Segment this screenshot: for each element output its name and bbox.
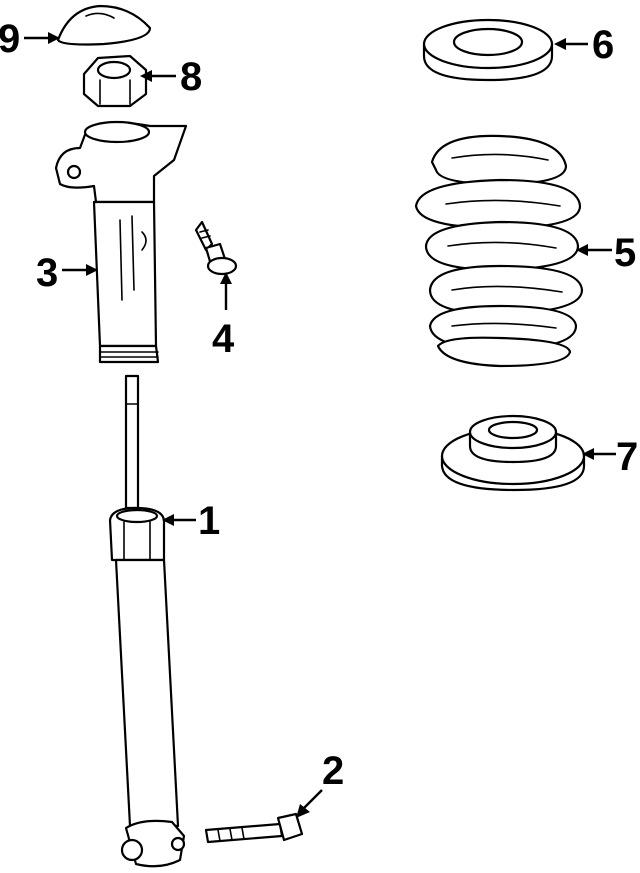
part-3-strut-mount[interactable] — [54, 120, 188, 364]
callout-1: 1 — [198, 499, 220, 543]
callout-2: 2 — [322, 749, 344, 793]
callout-9: 9 — [0, 17, 20, 61]
callout-6: 6 — [592, 23, 614, 67]
part-9-cap[interactable] — [56, 4, 152, 46]
part-2-lower-bolt[interactable] — [204, 812, 304, 844]
part-7-lower-spring-seat[interactable] — [440, 414, 586, 492]
part-1-shock-absorber[interactable] — [108, 374, 186, 868]
callout-8: 8 — [180, 55, 202, 99]
callout-3: 3 — [36, 251, 58, 295]
leader-arrows — [24, 32, 616, 818]
callout-4: 4 — [212, 317, 235, 361]
part-4-bolt[interactable] — [194, 220, 238, 276]
part-6-upper-spring-seat[interactable] — [422, 18, 554, 82]
part-5-coil-spring[interactable] — [414, 134, 584, 368]
callout-7: 7 — [616, 435, 638, 479]
part-8-nut[interactable] — [82, 54, 148, 108]
callout-5: 5 — [614, 231, 636, 275]
